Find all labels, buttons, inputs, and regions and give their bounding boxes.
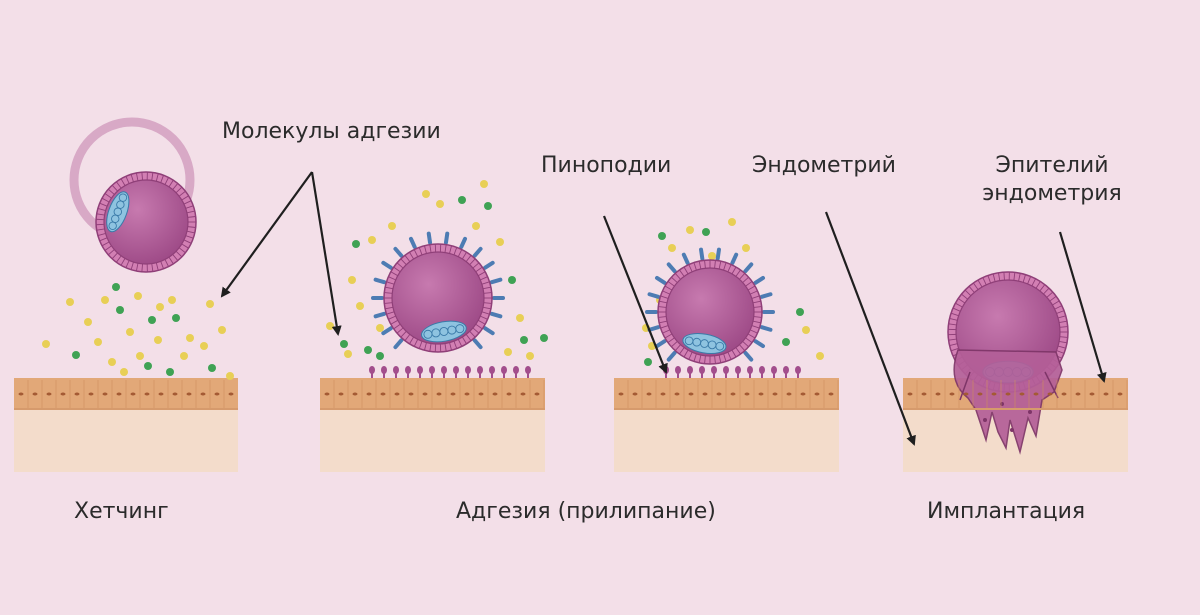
trophoblast-invasion-icon bbox=[953, 349, 1063, 455]
blastocyst-hatching bbox=[95, 171, 197, 273]
arrow-endometrium bbox=[824, 211, 916, 446]
arrow-adhesion-molecules-2 bbox=[310, 171, 342, 336]
arrow-pinopodes bbox=[602, 215, 668, 374]
label-pinopodes: Пиноподии bbox=[541, 153, 672, 178]
adhesion-molecules-group-2 bbox=[326, 180, 548, 360]
adhesion-molecules-group-1 bbox=[42, 283, 234, 380]
arrows bbox=[220, 171, 1107, 446]
label-endometrium: Эндометрий bbox=[752, 153, 896, 178]
blastocyst-adhesion-1 bbox=[383, 243, 493, 353]
receptors-group-3 bbox=[645, 247, 775, 362]
label-epithelium-line2: эндометрия bbox=[982, 181, 1122, 206]
label-epithelium-line1: Эпителий bbox=[995, 153, 1109, 178]
arrow-adhesion-molecules-1 bbox=[220, 171, 313, 298]
blastocyst-adhesion-2 bbox=[657, 259, 763, 365]
arrow-epithelium bbox=[1058, 231, 1107, 383]
pinopodes-group-2 bbox=[369, 366, 531, 378]
receptors-group-2 bbox=[371, 231, 505, 350]
label-adhesion: Адгезия (прилипание) bbox=[456, 499, 716, 524]
label-adhesion-molecules: Молекулы адгезии bbox=[222, 119, 441, 144]
label-epithelium: Эпителий эндометрия bbox=[962, 152, 1142, 208]
pinopodes-group-3 bbox=[663, 366, 801, 378]
label-hatching: Хетчинг bbox=[74, 499, 169, 524]
adhesion-molecules-group-3 bbox=[642, 218, 824, 366]
label-implantation: Имплантация bbox=[927, 499, 1086, 524]
